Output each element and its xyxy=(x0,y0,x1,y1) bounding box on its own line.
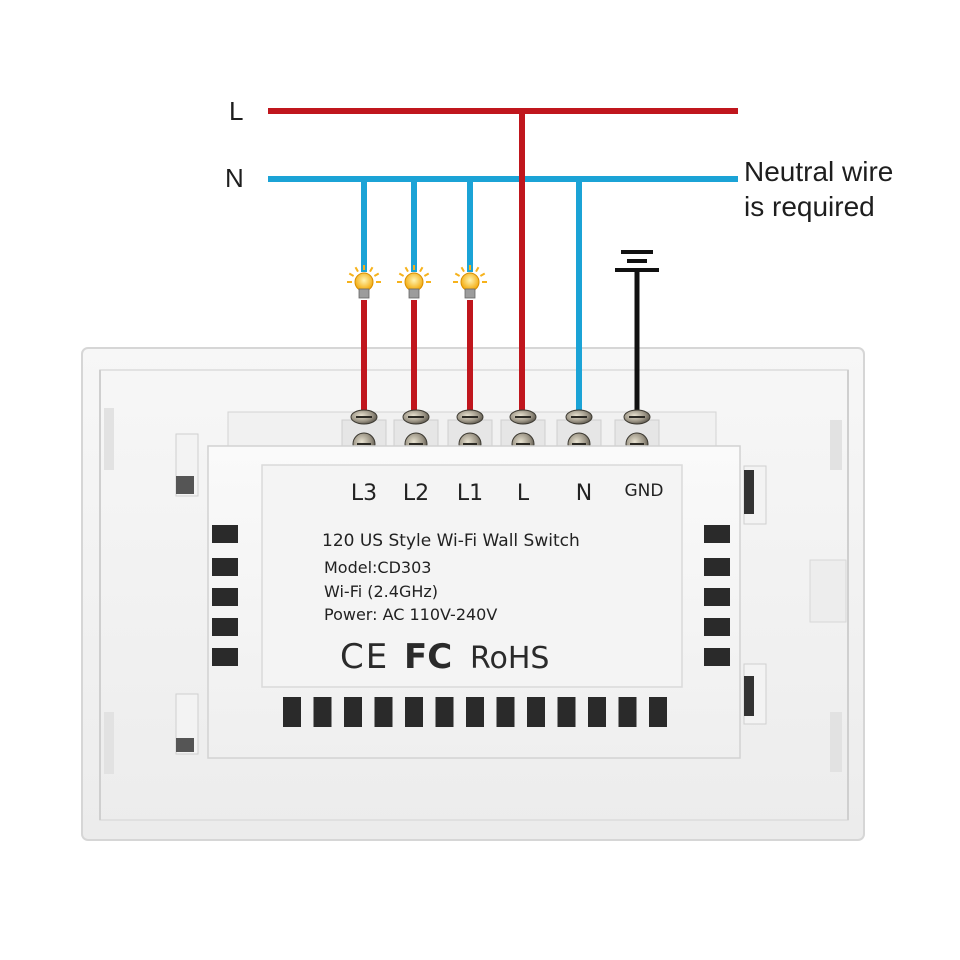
vent-slot xyxy=(405,697,423,727)
ce-mark: CE xyxy=(340,637,389,677)
product-wifi: Wi-Fi (2.4GHz) xyxy=(324,582,438,601)
neutral-line-label: N xyxy=(225,163,244,193)
terminal-label-l2: L2 xyxy=(403,481,429,506)
terminal-label-l1: L1 xyxy=(457,481,483,506)
terminal-label-n: N xyxy=(576,481,592,506)
vent-slot xyxy=(466,697,484,727)
vent-slot xyxy=(618,697,637,727)
live-line-label: L xyxy=(229,96,243,126)
wire-clamp-gnd xyxy=(623,409,651,425)
vent-slot xyxy=(527,697,545,727)
wire-clamp-l2 xyxy=(402,409,430,425)
terminal-label-l3: L3 xyxy=(351,481,377,506)
light-bulb-icon xyxy=(397,265,431,299)
product-power: Power: AC 110V-240V xyxy=(324,605,497,624)
vent-slot xyxy=(374,697,393,727)
right-vents xyxy=(704,525,730,666)
vent-slot xyxy=(557,697,576,727)
terminal-label-l: L xyxy=(517,481,530,506)
switch-body xyxy=(207,445,741,759)
vent-slot xyxy=(344,697,362,727)
vent-slot xyxy=(588,697,606,727)
wire-clamp-l xyxy=(509,409,537,425)
wire-clamp-l3 xyxy=(350,409,378,425)
product-title: 120 US Style Wi-Fi Wall Switch xyxy=(322,531,580,551)
vent-slot xyxy=(313,697,332,727)
vent-slot xyxy=(283,697,301,727)
product-model: Model:CD303 xyxy=(324,558,431,577)
bottom-vents xyxy=(283,697,667,727)
light-bulb-icon xyxy=(453,265,487,299)
left-vents xyxy=(212,525,238,666)
terminal-label-gnd: GND xyxy=(625,481,664,501)
light-bulb-icon xyxy=(347,265,381,299)
vent-slot xyxy=(496,697,515,727)
vent-slot xyxy=(649,697,667,727)
vent-slot xyxy=(435,697,454,727)
wires xyxy=(268,108,738,414)
rohs-mark: RoHS xyxy=(470,641,549,676)
neutral-note-line2: is required xyxy=(744,191,875,222)
ground-symbol-icon xyxy=(615,250,659,272)
neutral-note-line1: Neutral wire xyxy=(744,156,893,187)
fcc-mark: FC xyxy=(404,637,452,677)
wire-clamp-n xyxy=(565,409,593,425)
wire-clamp-l1 xyxy=(456,409,484,425)
